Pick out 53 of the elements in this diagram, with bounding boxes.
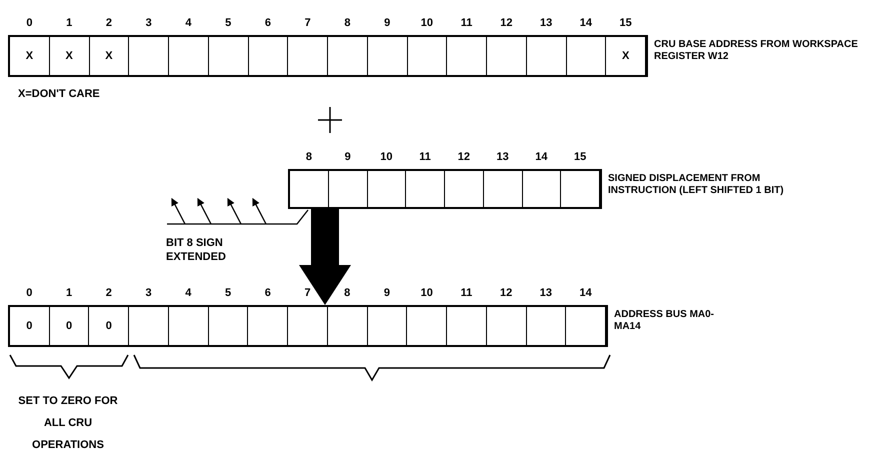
bit-number: 7 (303, 286, 312, 301)
bit-value: 0 (26, 318, 32, 334)
bit-value: 0 (66, 318, 72, 334)
bit-number: 8 (343, 16, 352, 31)
bit-number: 0 (25, 286, 34, 301)
bit-number: 12 (499, 16, 514, 31)
bit-number: 13 (538, 286, 554, 301)
bit-number: 11 (460, 286, 474, 301)
block-arrow (299, 209, 351, 305)
bit-number: 6 (264, 16, 272, 31)
bit-number: 11 (460, 16, 474, 31)
bit-number: 14 (578, 16, 593, 31)
bit-number: 0 (25, 16, 34, 31)
bit-number: 12 (499, 286, 514, 301)
bit-value: X (65, 48, 73, 64)
bit-number: 14 (534, 150, 548, 165)
bit-number: 13 (496, 150, 510, 165)
note-text: SET TO ZERO FOR ALL CRU OPERATIONS (17, 394, 119, 453)
bit-number: 1 (65, 286, 74, 301)
bit-value: X (26, 48, 34, 64)
bit-value: 0 (106, 318, 112, 334)
register-caption: ADDRESS BUS MA0-MA14 (614, 309, 716, 333)
bit-number: 15 (573, 150, 588, 165)
bit-number: 8 (343, 286, 352, 301)
bit-number: 1 (65, 16, 74, 31)
note-text: X=DON'T CARE (18, 87, 100, 102)
bit-number: 11 (418, 150, 432, 165)
bit-number: 2 (104, 286, 113, 301)
bit-number: 13 (539, 16, 554, 31)
bit-number: 12 (456, 150, 471, 165)
register-caption: CRU BASE ADDRESS FROM WORKSPACE REGISTER W12 (654, 39, 859, 63)
bit-number: 5 (224, 16, 232, 31)
bit-number: 6 (264, 286, 272, 301)
bit-number: 9 (344, 150, 352, 165)
bit-number: 14 (578, 286, 593, 301)
bit-number: 9 (383, 16, 392, 31)
bit-number: 2 (104, 16, 113, 31)
bit-number: 15 (618, 16, 633, 31)
bit-number: 9 (382, 286, 392, 301)
bit-number: 10 (420, 16, 434, 31)
bit-number: 10 (379, 150, 394, 165)
bit-number: 4 (184, 16, 192, 31)
bit-number: 7 (304, 16, 312, 31)
bit-number: 4 (184, 286, 192, 301)
bit-number: 8 (304, 150, 313, 165)
note-text: BIT 8 SIGN EXTENDED (166, 236, 227, 264)
bit-value: X (105, 48, 113, 64)
register-caption: SIGNED DISPLACEMENT FROM INSTRUCTION (LEFT SHIFTED 1 BIT) (608, 173, 785, 197)
bit-number: 10 (420, 286, 434, 301)
bit-value: X (622, 48, 630, 64)
bit-number: 3 (144, 16, 153, 31)
bit-number: 5 (224, 286, 232, 301)
bit-number: 3 (144, 286, 153, 301)
